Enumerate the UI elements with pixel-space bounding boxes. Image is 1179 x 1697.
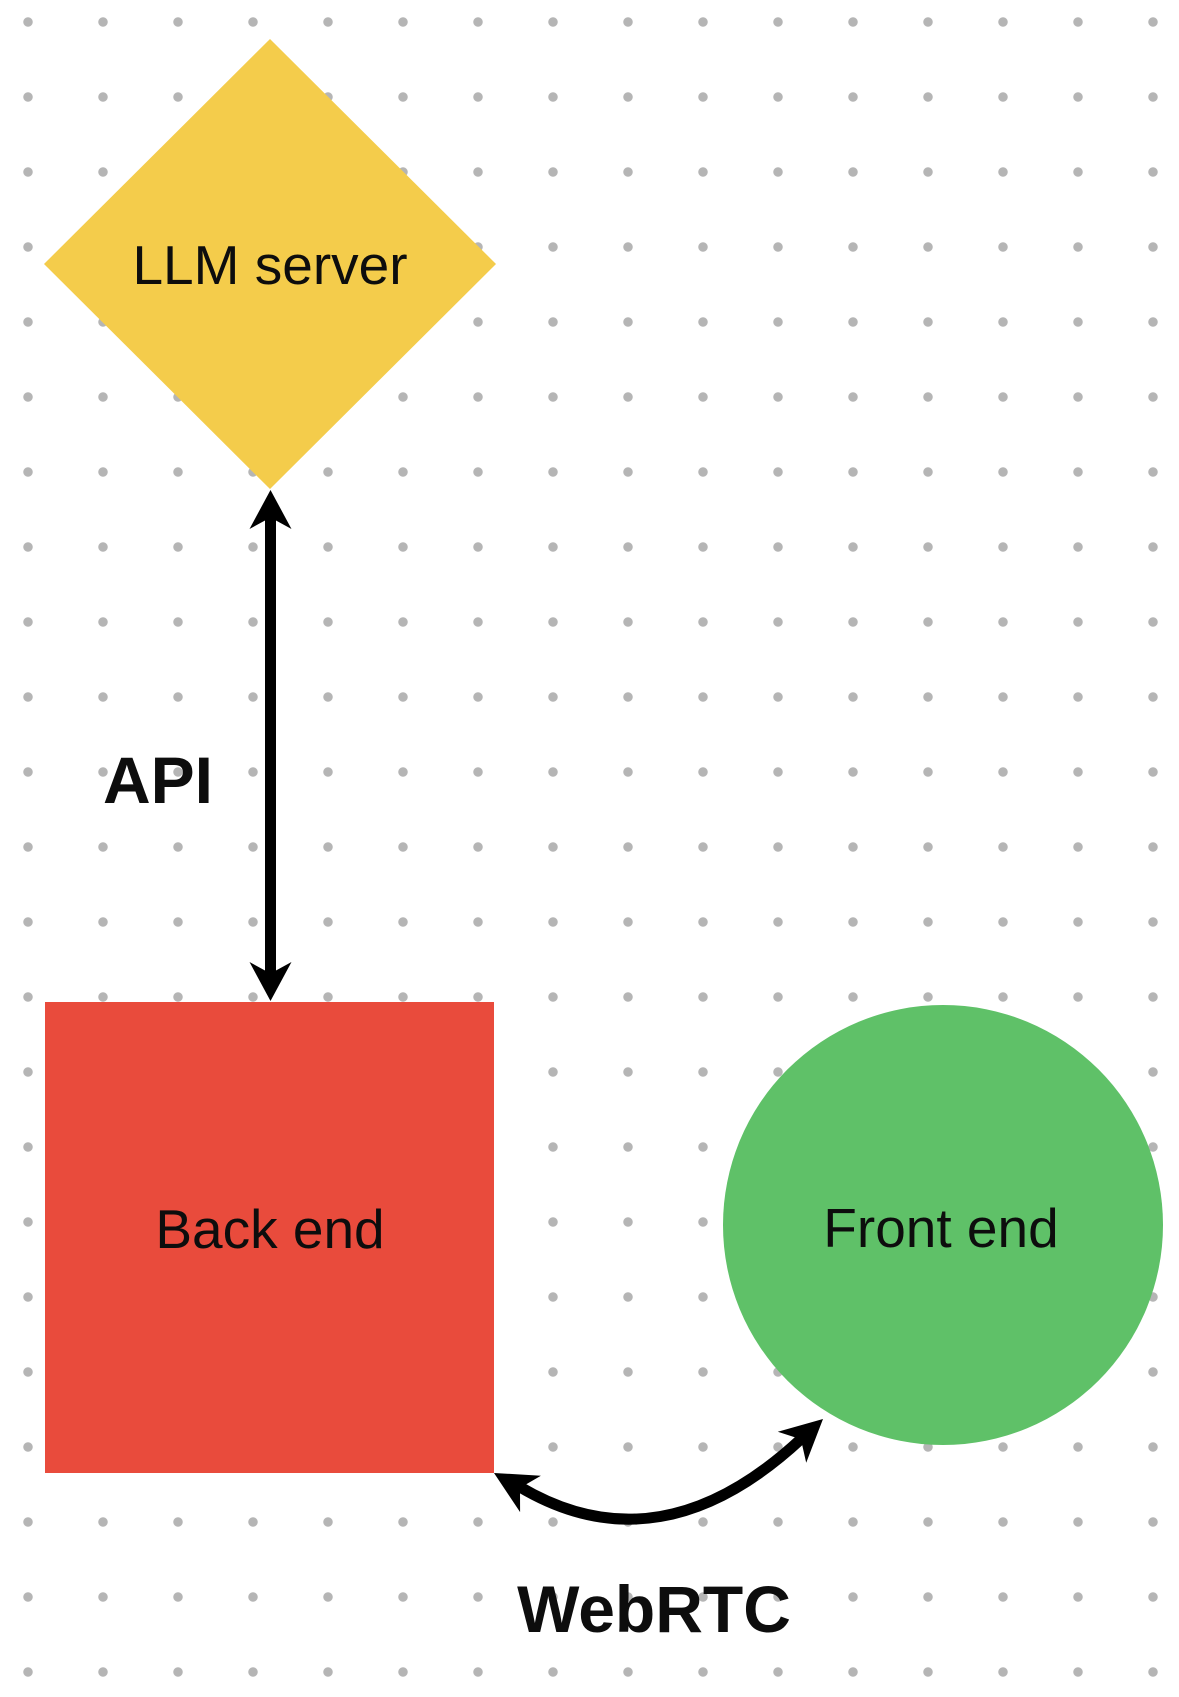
webrtc-arrow-shaft[interactable] [517,1434,805,1525]
llm-server-node[interactable]: LLM server [44,39,496,489]
back-end-node[interactable]: Back end [45,1002,494,1473]
back-end-label: Back end [155,1198,384,1260]
circle-shape[interactable] [723,1005,1163,1445]
front-end-label: Front end [823,1197,1058,1259]
api-arrow-head-bottom [249,962,292,1001]
front-end-node[interactable]: Front end [723,1005,1163,1445]
square-shape[interactable] [45,1002,494,1473]
api-arrow[interactable] [249,490,292,1001]
webrtc-label: WebRTC [517,1572,791,1646]
webrtc-arrow[interactable] [494,1419,823,1525]
api-label: API [103,743,213,817]
webrtc-arrow-head-left [494,1473,541,1513]
llm-server-label: LLM server [132,234,407,296]
webrtc-arrow-head-right [777,1419,823,1463]
diamond-shape[interactable] [44,39,496,489]
api-arrow-head-top [249,490,292,529]
